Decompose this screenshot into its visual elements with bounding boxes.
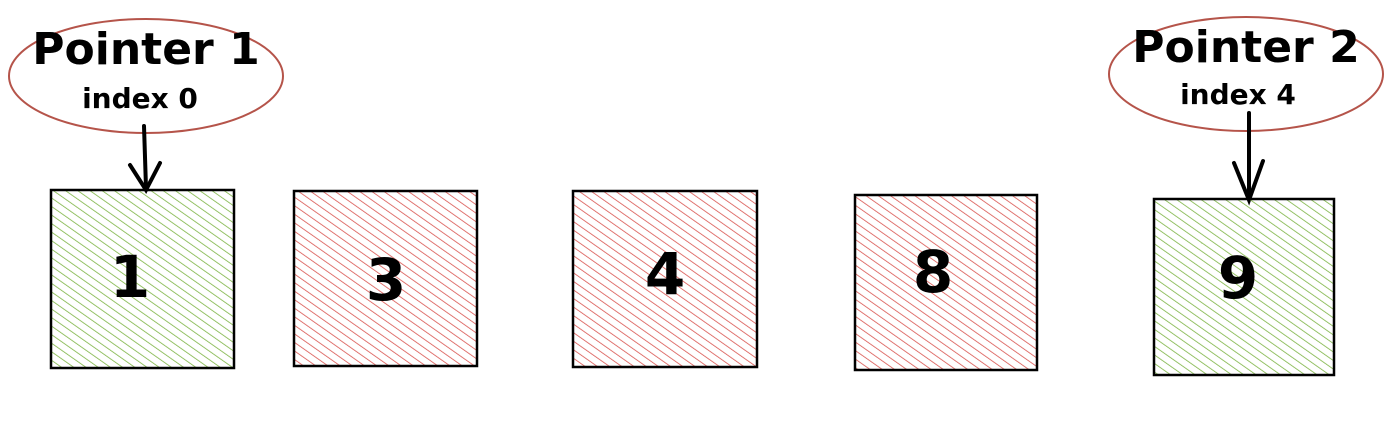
- cell-value: 1: [110, 243, 150, 311]
- array-cell-4: 9: [1152, 197, 1336, 377]
- array-cell-2: 4: [571, 189, 759, 369]
- pointer-2-arrow: [1232, 111, 1265, 206]
- pointer-2: Pointer 2 index 4: [1108, 16, 1384, 206]
- cell-box: [1152, 197, 1336, 377]
- cell-value: 8: [913, 238, 953, 306]
- array-cell-0: 1: [49, 188, 236, 370]
- cell-value: 9: [1218, 244, 1258, 312]
- pointer-2-ellipse: [1108, 16, 1384, 132]
- cell-box: [292, 189, 479, 368]
- array-cell-3: 8: [853, 193, 1039, 372]
- pointer-2-index: index 4: [1180, 78, 1296, 111]
- pointer-1-arrow: [128, 124, 162, 194]
- array-cell-1: 3: [292, 189, 479, 368]
- pointer-2-label: Pointer 2: [1132, 22, 1359, 73]
- cell-box: [853, 193, 1039, 372]
- cell-box: [49, 188, 236, 370]
- cell-value: 4: [645, 240, 685, 308]
- pointer-1-index: index 0: [82, 82, 198, 115]
- cell-value: 3: [366, 246, 406, 314]
- pointer-1: Pointer 1 index 0: [8, 18, 284, 194]
- cell-box: [571, 189, 759, 369]
- pointer-1-label: Pointer 1: [32, 24, 259, 75]
